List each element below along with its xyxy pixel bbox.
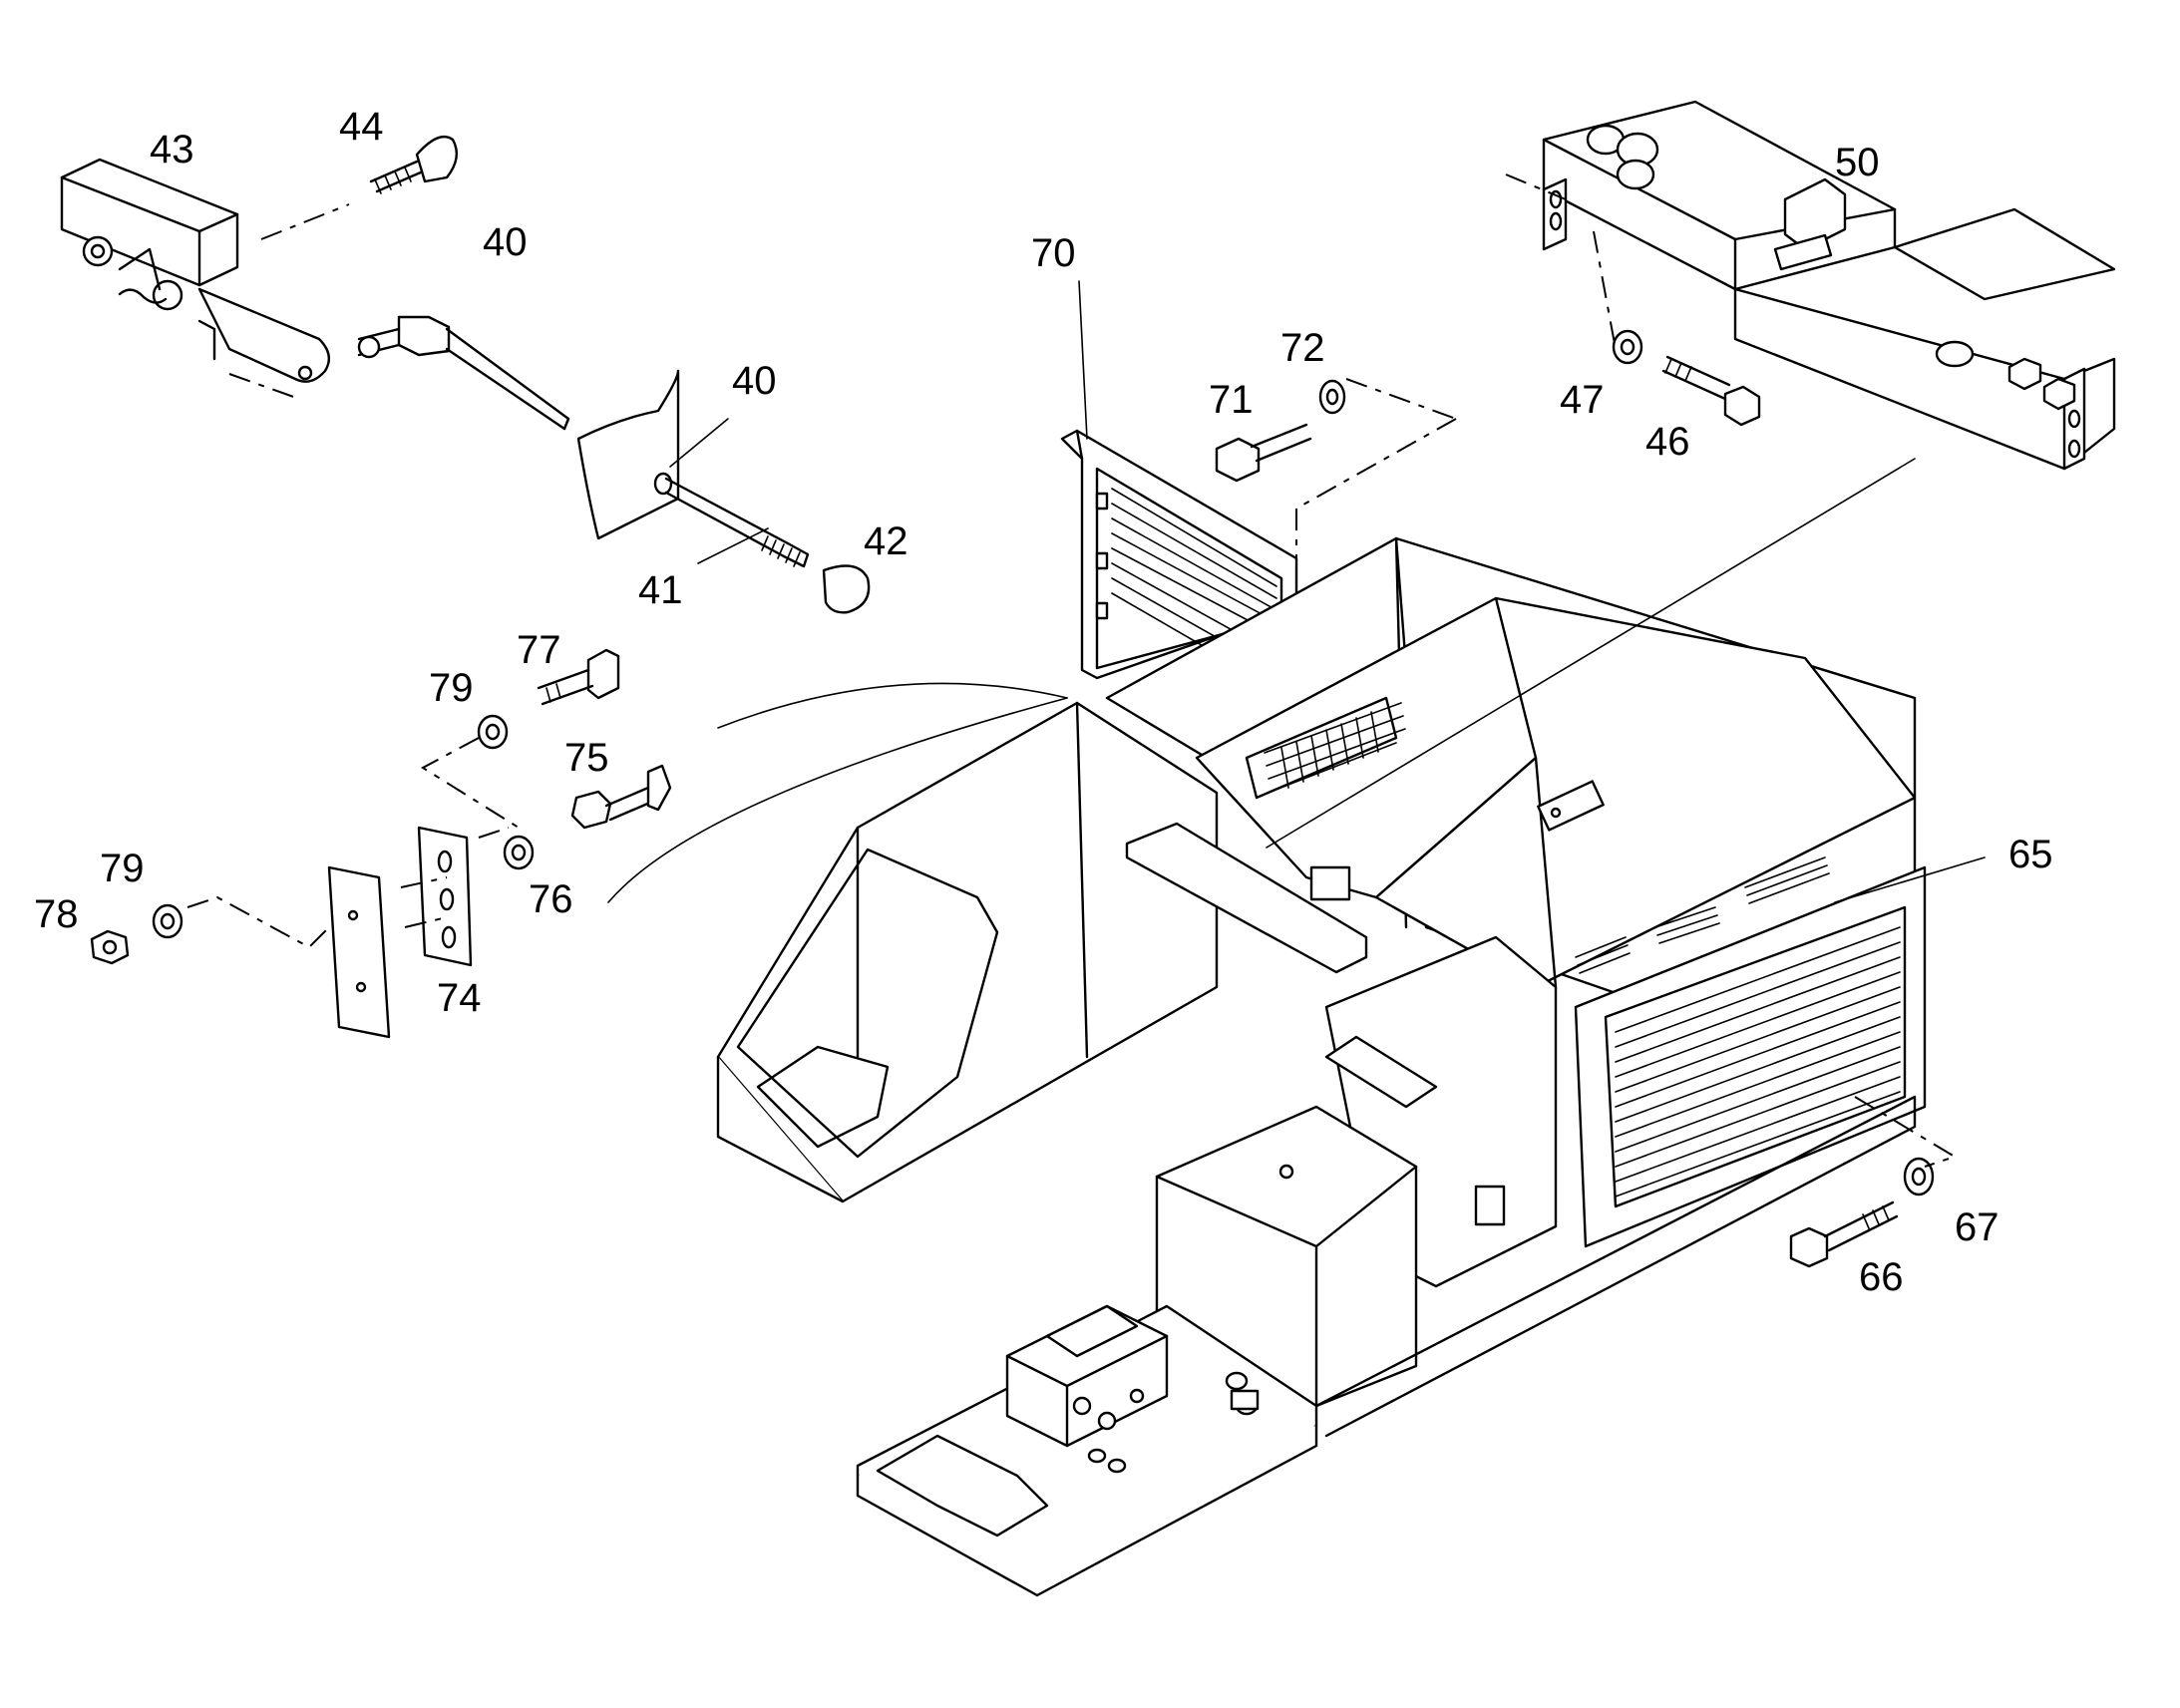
part-66-bolt [1789, 1200, 1899, 1268]
leader-41 [697, 527, 769, 564]
part-75-bolt-with-nut [570, 764, 672, 830]
part-42-knob [822, 564, 871, 614]
part-44-screw [369, 135, 459, 194]
part-46-bolt [1661, 355, 1761, 427]
leader-50-top [1505, 173, 1567, 200]
label-76: 76 [529, 877, 573, 921]
part-79-washer-upper [477, 714, 509, 750]
label-41: 41 [638, 568, 683, 612]
leader-47 [1593, 230, 1617, 350]
label-42: 42 [864, 519, 908, 563]
label-78: 78 [34, 892, 79, 936]
label-40-lower: 40 [732, 359, 777, 403]
leader-70 [1078, 280, 1088, 440]
arc-lower [607, 697, 1068, 903]
label-40-upper: 40 [483, 220, 528, 264]
label-66: 66 [1859, 1255, 1904, 1299]
leader-74-b [404, 916, 448, 928]
part-74-plate-and-block [327, 826, 473, 1039]
part-72-washer [1318, 379, 1346, 415]
part-67-washer [1903, 1157, 1935, 1196]
leader-72 [1345, 378, 1457, 420]
leader-50-long [1266, 458, 1916, 849]
part-77-bolt [537, 648, 620, 706]
label-77: 77 [517, 628, 561, 672]
label-46: 46 [1645, 420, 1690, 464]
label-44: 44 [339, 105, 384, 149]
label-79-upper: 79 [429, 666, 474, 710]
label-74: 74 [437, 976, 482, 1020]
part-79-washer-lower [152, 903, 183, 939]
part-76-washer [503, 835, 535, 870]
label-47: 47 [1560, 378, 1605, 422]
leader-78-79 [186, 895, 330, 949]
label-71: 71 [1209, 378, 1254, 422]
part-43-latch-housing [60, 158, 331, 383]
leader-74-c [478, 827, 510, 839]
main-console-body [607, 458, 1927, 1597]
label-67: 67 [1955, 1205, 1999, 1249]
part-50-mounting-bracket [1542, 100, 2116, 471]
callout-labels: 43 44 40 40 41 42 70 71 72 50 47 46 77 7… [34, 105, 2053, 1299]
leader-43-lower [228, 373, 300, 400]
label-72: 72 [1280, 326, 1325, 370]
label-65: 65 [2008, 833, 2053, 876]
part-71-bolt [1215, 423, 1312, 483]
leader-74-a [400, 876, 448, 888]
arc-upper [717, 682, 1068, 729]
leader-65 [1834, 856, 1986, 903]
part-40-rod-upper [357, 315, 570, 431]
leader-72-b [1295, 418, 1457, 510]
part-47-washer [1612, 329, 1643, 365]
label-70: 70 [1031, 231, 1076, 275]
part-70-grille-panel [1060, 429, 1298, 680]
part-78-nut [90, 929, 130, 965]
leader-79-76 [421, 737, 520, 829]
label-43: 43 [150, 128, 194, 171]
label-79-lower: 79 [100, 847, 145, 890]
label-75: 75 [564, 736, 609, 780]
label-50: 50 [1835, 141, 1880, 184]
leader-40b [669, 418, 729, 468]
part-41-threaded-pin-end [761, 535, 810, 568]
leader-44 [260, 203, 350, 240]
